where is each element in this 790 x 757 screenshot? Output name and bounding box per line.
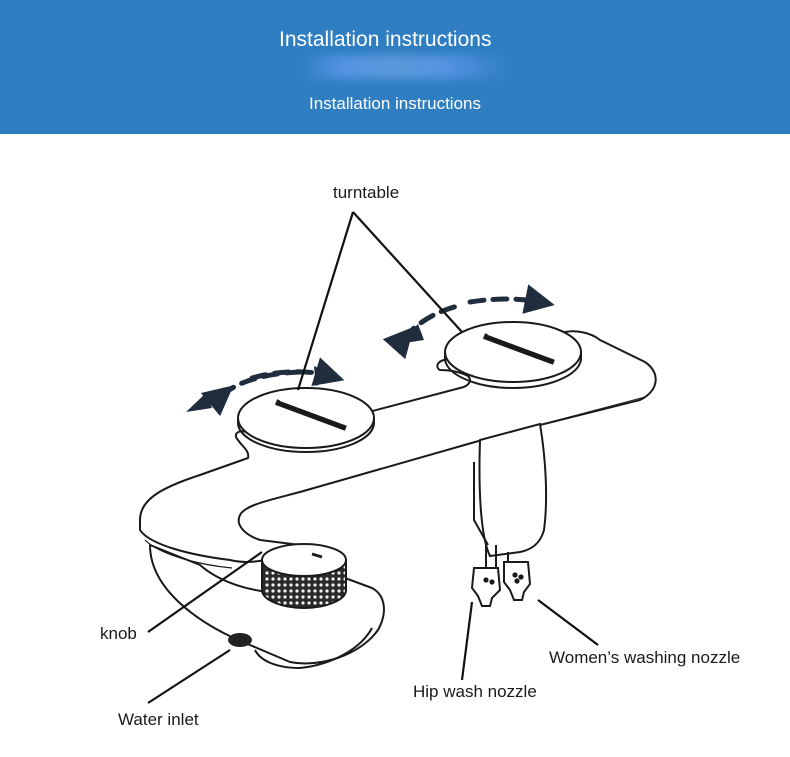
leader-lines	[147, 211, 599, 704]
label-knob: knob	[100, 624, 137, 643]
label-turntable: turntable	[333, 183, 400, 202]
nozzle-arm	[470, 422, 548, 607]
header-banner: Installation instructions Installation i…	[0, 0, 790, 134]
arrow-tips	[186, 290, 548, 412]
water-inlet-part	[228, 633, 252, 647]
header-subtitle: Installation instructions	[309, 94, 481, 113]
label-hip-wash-nozzle: Hip wash nozzle	[413, 682, 537, 701]
header-title: Installation instructions	[279, 28, 492, 51]
label-womens-washing-nozzle: Women’s washing nozzle	[549, 648, 741, 667]
turntable-left	[237, 387, 375, 454]
bidet-attachment-diagram	[139, 211, 657, 704]
label-water-inlet: Water inlet	[118, 710, 199, 729]
turntable-right	[444, 321, 582, 390]
knob-part	[261, 543, 347, 610]
header-blurred-overlay	[300, 55, 510, 79]
bidet-body	[139, 330, 657, 669]
